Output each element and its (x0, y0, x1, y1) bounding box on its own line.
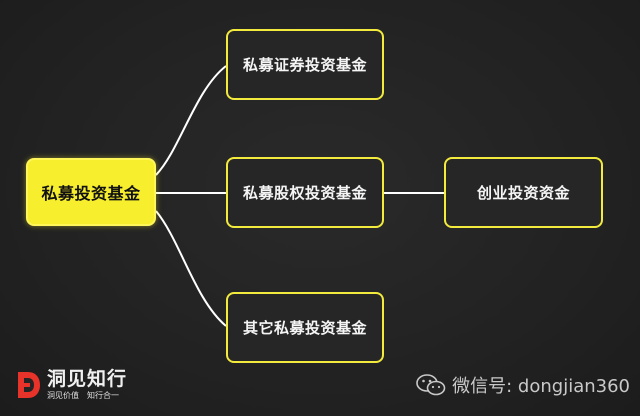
connector-root-to-securities (155, 65, 227, 176)
brand-mark: 洞见知行 洞见价值 知行合一 (16, 369, 127, 401)
node-private-investment-fund: 私募投资基金 (26, 158, 156, 226)
node-label: 私募投资基金 (41, 184, 141, 203)
brand-slogan-right: 知行合一 (87, 391, 119, 400)
node-label: 私募证券投资基金 (242, 56, 367, 74)
node-other-private-fund: 其它私募投资基金 (226, 292, 384, 363)
node-label: 创业投资资金 (476, 184, 570, 202)
wechat-id-text: 微信号: dongjian360 (452, 376, 630, 397)
node-private-equity-fund: 私募股权投资基金 (226, 157, 384, 228)
wechat-watermark: 微信号: dongjian360 (416, 372, 630, 398)
node-label: 私募股权投资基金 (242, 184, 367, 202)
brand-slogan-left: 洞见价值 (47, 391, 79, 400)
brand-d-logo-icon (18, 372, 40, 398)
connector-root-to-other (155, 210, 227, 327)
brand-name: 洞见知行 (47, 368, 128, 390)
node-venture-capital-fund: 创业投资资金 (444, 157, 603, 228)
node-label: 其它私募投资基金 (242, 319, 367, 337)
node-private-securities-fund: 私募证券投资基金 (226, 29, 384, 100)
wechat-icon (416, 374, 446, 396)
